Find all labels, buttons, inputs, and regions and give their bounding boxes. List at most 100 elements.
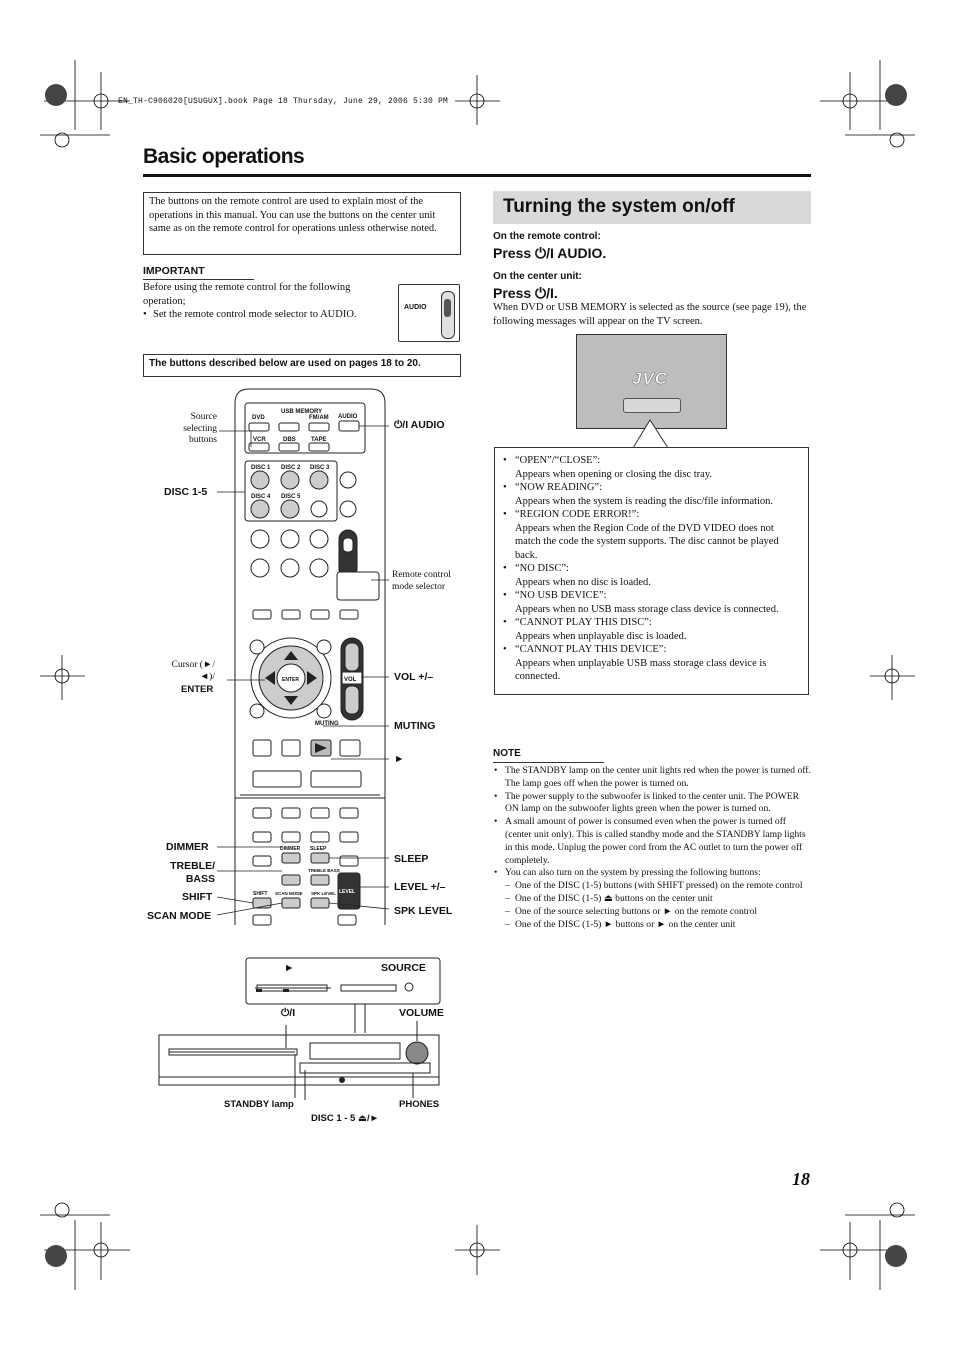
important-text: Before using the remote control for the … bbox=[143, 281, 383, 322]
label-muting: MUTING bbox=[394, 720, 436, 732]
btn-fmam: FM/AM bbox=[309, 415, 329, 421]
label-spk-level: SPK LEVEL bbox=[394, 905, 453, 917]
label-level: LEVEL +/– bbox=[394, 881, 446, 893]
label-scan-mode: SCAN MODE bbox=[147, 910, 212, 922]
message-item: “NO DISC”: Appears when no disc is loaded… bbox=[503, 562, 802, 589]
label-sleep: SLEEP bbox=[394, 853, 429, 865]
btn-disc3: DISC 3 bbox=[310, 465, 330, 471]
page-title: Basic operations bbox=[143, 145, 305, 168]
cu-play-label: ► bbox=[284, 962, 295, 974]
note-item-text: A small amount of power is consumed even… bbox=[505, 816, 806, 866]
tv-logo: JVC bbox=[632, 369, 669, 389]
message-item: “NO USB DEVICE”: Appears when no USB mass… bbox=[503, 589, 802, 616]
btn-spk: SPK LEVEL bbox=[311, 891, 336, 896]
message-title: “CANNOT PLAY THIS DISC”: bbox=[515, 617, 652, 628]
messages-box: “OPEN”/“CLOSE”: Appears when opening or c… bbox=[494, 447, 809, 695]
note-list: The STANDBY lamp on the center unit ligh… bbox=[493, 765, 811, 931]
label-dimmer: DIMMER bbox=[166, 841, 209, 853]
btn-disc2: DISC 2 bbox=[281, 465, 301, 471]
btn-disc1: DISC 1 bbox=[251, 465, 271, 471]
note-item: The STANDBY lamp on the center unit ligh… bbox=[494, 765, 811, 791]
message-desc: Appears when no USB mass storage class d… bbox=[515, 603, 779, 615]
btn-dvd: DVD bbox=[252, 415, 265, 421]
important-rule bbox=[143, 279, 254, 280]
cu-volume-label: VOLUME bbox=[399, 1007, 444, 1019]
note-body: The STANDBY lamp on the center unit ligh… bbox=[493, 765, 811, 931]
message-desc: Appears when the system is reading the d… bbox=[515, 495, 774, 507]
message-title: “REGION CODE ERROR!”: bbox=[515, 509, 640, 520]
section-heading-box: Turning the system on/off bbox=[493, 191, 811, 224]
btn-vol: VOL bbox=[344, 677, 357, 683]
remote-press: Press ⏻/I AUDIO. bbox=[493, 245, 607, 261]
remote-label: On the remote control: bbox=[493, 231, 601, 242]
cu-disc-label: DISC 1 - 5 ⏏/► bbox=[311, 1113, 380, 1124]
intro-box: The buttons on the remote control are us… bbox=[143, 192, 461, 255]
label-disc: DISC 1-5 bbox=[164, 486, 208, 498]
center-label: On the center unit: bbox=[493, 271, 582, 282]
btn-level: LEVEL bbox=[339, 889, 355, 895]
important-bullet-text: Set the remote control mode selector to … bbox=[153, 309, 357, 320]
section-heading: Turning the system on/off bbox=[503, 196, 735, 217]
message-desc: Appears when unplayable disc is loaded. bbox=[515, 630, 687, 642]
message-title: “NO DISC”: bbox=[515, 563, 569, 574]
important-heading: IMPORTANT bbox=[143, 265, 205, 277]
message-desc: Appears when opening or closing the disc… bbox=[515, 468, 713, 480]
btn-dimmer: DIMMER bbox=[280, 846, 301, 852]
note-rule bbox=[493, 762, 604, 763]
message-item: “CANNOT PLAY THIS DEVICE”:Appears when u… bbox=[503, 643, 802, 684]
selector-knob bbox=[444, 299, 451, 317]
note-heading: NOTE bbox=[493, 748, 521, 759]
title-rule bbox=[143, 174, 811, 177]
mode-selector-illustration: AUDIO bbox=[398, 284, 460, 342]
cu-standby-label: STANDBY lamp bbox=[224, 1099, 294, 1110]
note-subitem: One of the source selecting buttons or ►… bbox=[505, 906, 811, 919]
btn-enter: ENTER bbox=[282, 677, 299, 683]
label-shift: SHIFT bbox=[182, 891, 213, 903]
message-item: “NOW READING”: Appears when the system is… bbox=[503, 481, 802, 508]
cu-phones-label: PHONES bbox=[399, 1099, 440, 1110]
label-power-audio: ⏻/I AUDIO bbox=[394, 419, 445, 431]
note-item-text: The power supply to the subwoofer is lin… bbox=[505, 790, 799, 815]
message-desc: Appears when no disc is loaded. bbox=[515, 576, 651, 588]
note-item: The power supply to the subwoofer is lin… bbox=[494, 790, 811, 817]
tv-screen: JVC bbox=[576, 334, 727, 429]
page-number: 18 bbox=[792, 1169, 810, 1189]
message-item: “OPEN”/“CLOSE”: Appears when opening or c… bbox=[503, 454, 802, 481]
center-unit-illustration bbox=[158, 957, 441, 1100]
label-play: ► bbox=[394, 753, 405, 765]
message-item: “REGION CODE ERROR!”: Appears when the Re… bbox=[503, 508, 802, 562]
note-item: You can also turn on the system by press… bbox=[494, 867, 811, 932]
label-mode-selector: Remote control mode selector bbox=[392, 570, 451, 592]
btn-disc4: DISC 4 bbox=[251, 494, 271, 500]
note-subitem: One of the DISC (1-5) buttons (with SHIF… bbox=[505, 880, 811, 893]
message-item: “CANNOT PLAY THIS DISC”: Appears when unp… bbox=[503, 616, 802, 643]
message-title: “NO USB DEVICE”: bbox=[515, 590, 607, 601]
label-treble-bass: TREBLE/ BASS bbox=[170, 860, 215, 885]
cu-power-label: ⏻/I bbox=[281, 1007, 296, 1019]
center-press: Press ⏻/I. bbox=[493, 285, 558, 301]
label-cursor: Cursor (►/◄)/ bbox=[171, 660, 215, 682]
remote-control-illustration: DVD USB MEMORY FM/AM AUDIO VCR DBS TAPE … bbox=[216, 388, 390, 926]
btn-sleep: SLEEP bbox=[310, 846, 327, 852]
btn-treble: TREBLE BASS bbox=[308, 868, 340, 873]
btn-dbs: DBS bbox=[283, 437, 296, 443]
btn-usb: USB MEMORY bbox=[281, 409, 322, 415]
tv-message-bar bbox=[623, 398, 681, 413]
file-header: EN_TH-C906020[USUGUX].book Page 18 Thurs… bbox=[118, 97, 449, 106]
btn-vcr: VCR bbox=[253, 437, 266, 443]
note-subitem: One of the DISC (1-5) ► buttons or ► on … bbox=[505, 919, 811, 932]
message-title: “NOW READING”: bbox=[515, 482, 602, 493]
label-enter: ENTER bbox=[181, 684, 214, 695]
message-desc: Appears when the Region Code of the DVD … bbox=[515, 522, 779, 561]
cu-source-label: SOURCE bbox=[381, 962, 426, 974]
intro-text: The buttons on the remote control are us… bbox=[149, 196, 437, 234]
pages-box: The buttons described below are used on … bbox=[143, 354, 461, 377]
message-title: “OPEN”/“CLOSE”: bbox=[515, 455, 601, 466]
btn-muting: MUTING bbox=[315, 721, 339, 727]
label-source-selecting: Source selecting buttons bbox=[183, 412, 217, 445]
btn-shift: SHIFT bbox=[253, 891, 267, 897]
important-bullet: •Set the remote control mode selector to… bbox=[143, 309, 357, 320]
label-vol: VOL +/– bbox=[394, 671, 434, 683]
btn-tape: TAPE bbox=[311, 437, 327, 443]
